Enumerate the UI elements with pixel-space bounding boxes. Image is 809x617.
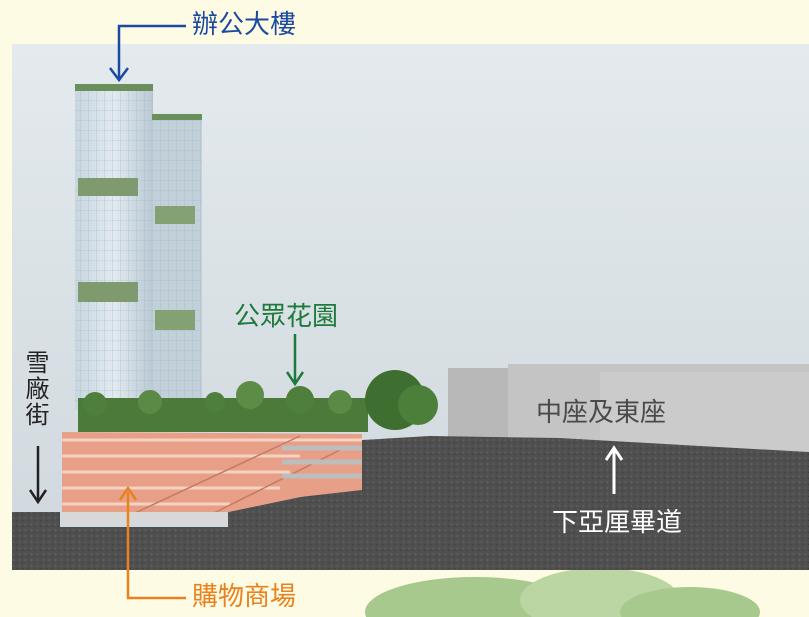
lower-albert-road-label: 下亞厘畢道 [552,508,683,538]
office-tower [75,84,202,410]
snowfactory-street-label: 雪廠街 [21,350,49,428]
ground-section [12,436,809,570]
central-east-wing-label: 中座及東座 [536,398,667,428]
public-garden-pointer [285,334,305,387]
public-garden-label: 公眾花園 [234,302,339,332]
office-tower-label: 辦公大樓 [192,10,297,40]
shopping-mall-label: 購物商場 [192,582,297,612]
shopping-mall-pointer [118,485,186,600]
lower-albert-road-pointer [604,445,624,494]
shopping-mall-podium [62,432,362,524]
foreground-tree-tops [365,568,760,617]
public-garden-trees [78,370,438,432]
office-tower-pointer [109,24,186,83]
snowfactory-street-pointer [28,446,48,505]
